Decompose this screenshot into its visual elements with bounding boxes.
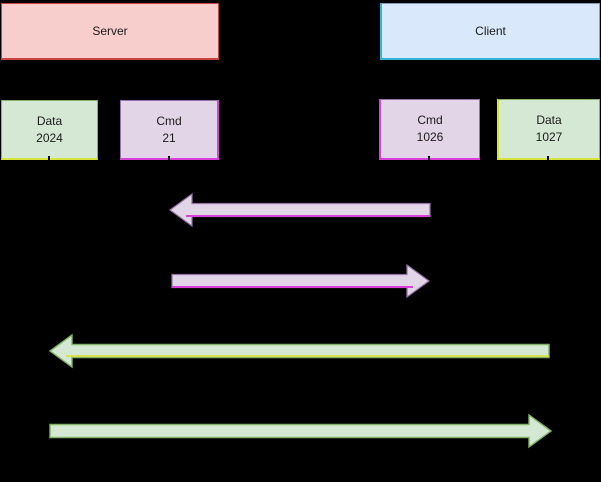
- port-server-data: Data 2024: [1, 100, 98, 160]
- port-number: 21: [162, 130, 176, 145]
- port-client-data: Data 1027: [497, 99, 600, 160]
- port-server-cmd: Cmd 21: [120, 100, 219, 160]
- port-number: 1026: [416, 130, 444, 144]
- port-number: 1027: [535, 130, 563, 144]
- client-node: Client: [380, 3, 600, 60]
- server-node: Server: [1, 3, 219, 60]
- port-name: Data: [536, 113, 562, 127]
- cmd-arrow-to-client: [171, 263, 431, 299]
- cmd-arrow-to-server: [168, 192, 431, 228]
- data-arrow-to-client: [49, 413, 553, 449]
- lifeline-client-data: [547, 156, 549, 456]
- port-name: Cmd: [417, 113, 443, 127]
- server-label: Server: [92, 23, 128, 38]
- port-client-cmd: Cmd 1026: [379, 99, 480, 160]
- lifeline-server-data: [48, 156, 50, 456]
- lifeline-client-cmd: [428, 156, 430, 456]
- port-name: Cmd: [156, 113, 182, 128]
- lifeline-server-cmd: [168, 156, 170, 456]
- port-number: 2024: [36, 130, 63, 145]
- client-label: Client: [475, 23, 506, 38]
- port-name: Data: [36, 113, 63, 128]
- data-arrow-to-server: [48, 333, 550, 369]
